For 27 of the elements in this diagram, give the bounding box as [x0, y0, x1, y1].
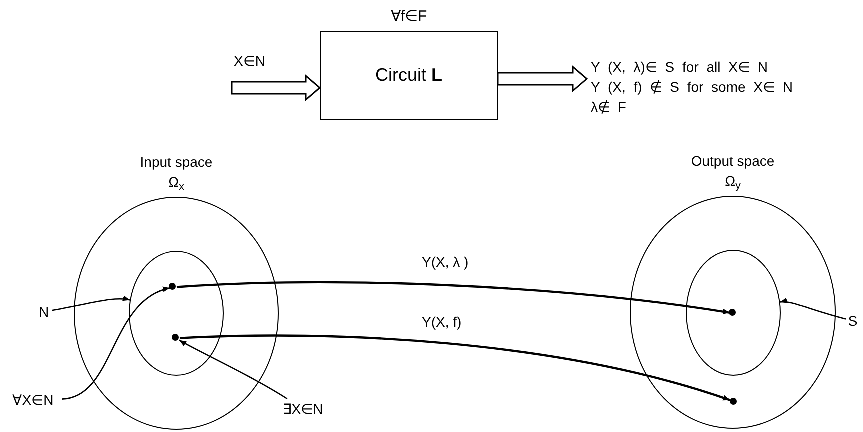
point-dot — [729, 309, 736, 316]
set-ellipse — [128, 250, 224, 376]
condition-text: Y (X, f) ∉ S for some X∈ N — [590, 78, 794, 97]
arrow — [52, 296, 130, 312]
arrow — [179, 340, 288, 400]
point-dot — [169, 283, 176, 290]
point-dot — [730, 398, 736, 404]
space-title: Input space — [140, 153, 213, 172]
set-label: S — [846, 311, 860, 331]
arrow — [780, 298, 846, 320]
arrow — [180, 334, 731, 402]
set-ellipse — [686, 250, 780, 376]
set-label: ∀X∈N — [4, 390, 62, 410]
block-arrow — [231, 74, 322, 102]
block-arrow — [497, 65, 588, 93]
point-dot — [172, 334, 179, 341]
condition-text: Y (X, λ)∈ S for all X∈ N — [590, 58, 769, 77]
space-symbol: Ω$_{y}$ — [725, 172, 741, 191]
arrow — [62, 288, 170, 400]
set-label: ∃X∈N — [274, 399, 332, 419]
set-label: N — [36, 302, 52, 322]
parameter-label: ∀f∈F — [390, 7, 428, 27]
arrow — [176, 282, 730, 315]
space-title: Output space — [691, 152, 775, 171]
space-symbol: Ω$_{x}$ — [168, 173, 184, 192]
box-label: Circuit L — [375, 64, 442, 87]
condition-text: λ∉ F — [590, 98, 628, 117]
